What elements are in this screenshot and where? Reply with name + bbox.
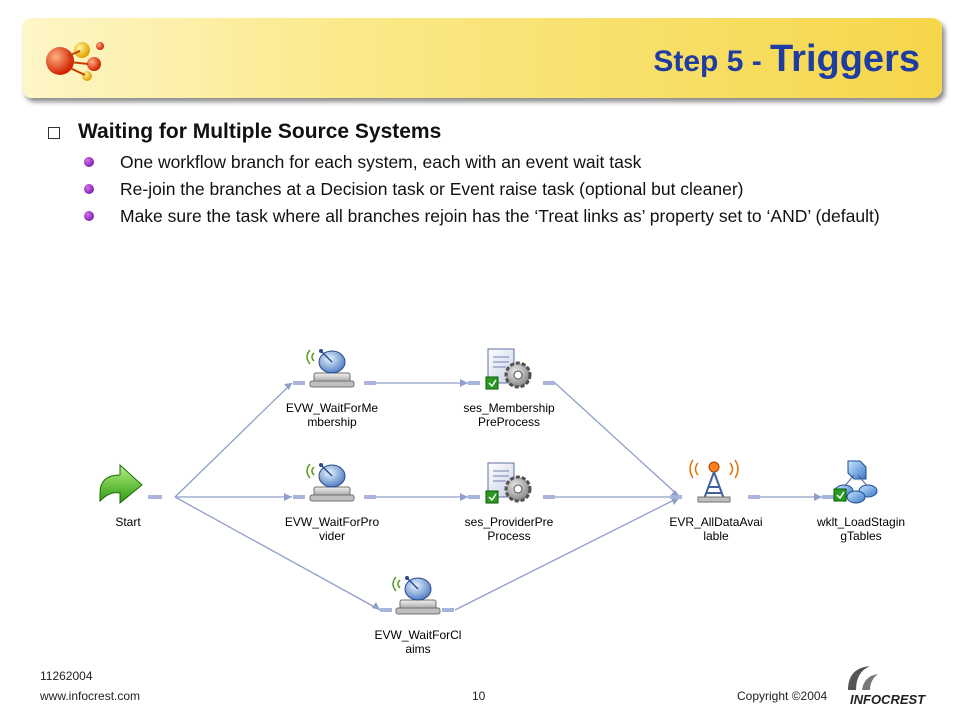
node-label-line: ses_Membership (463, 401, 555, 415)
event-wait-membership-icon[interactable] (306, 349, 355, 388)
link-claims-raise (454, 496, 681, 611)
infocrest-logo-icon: INFOCREST (848, 666, 926, 707)
session-provider-icon[interactable] (485, 462, 532, 504)
sub-bullet: Re-join the branches at a Decision task … (78, 179, 928, 200)
node-label-raise-all: EVR_AllDataAvai lable (656, 515, 776, 543)
node-label-line: PreProcess (477, 415, 541, 429)
node-label-wait-provider: EVW_WaitForPro vider (272, 515, 392, 543)
worklet-icon[interactable] (833, 460, 878, 504)
link-ses-membership-raise (554, 382, 681, 498)
bullet-list: Waiting for Multiple Source Systems One … (48, 118, 928, 227)
link-start-claims (174, 496, 381, 611)
sub-bullet: Make sure the task where all branches re… (78, 206, 928, 227)
node-label-start: Start (68, 515, 188, 529)
link-stubs (148, 381, 834, 612)
sub-bullet-text: Make sure the task where all branches re… (120, 206, 880, 226)
footer-copyright: Copyright ©2004 (737, 689, 828, 703)
brand-wordmark: INFOCREST (850, 692, 926, 707)
node-label-line: EVW_WaitForPro (284, 515, 380, 529)
node-label-line: mbership (307, 415, 357, 429)
title-banner (22, 18, 942, 98)
title-step: Step 5 - (653, 45, 771, 78)
node-label-line: ses_ProviderPre (464, 515, 554, 529)
page-number: 10 (472, 689, 486, 703)
title-topic: Triggers (770, 38, 920, 80)
event-raise-tower-icon[interactable] (689, 459, 739, 503)
node-label-line: EVR_AllDataAvai (669, 515, 763, 529)
workflow-canvas (97, 348, 878, 615)
workflow-links (174, 382, 822, 611)
square-bullet-icon (48, 127, 60, 139)
start-icon[interactable] (97, 463, 143, 505)
node-label-line: EVW_WaitForMe (285, 401, 379, 415)
node-label-line: lable (703, 529, 729, 543)
sub-bullet: One workflow branch for each system, eac… (78, 152, 928, 173)
node-label-worklet: wklt_LoadStagin gTables (801, 515, 921, 543)
molecule-logo-icon (46, 42, 104, 81)
node-label-ses-provider: ses_ProviderPre Process (449, 515, 569, 543)
round-bullet-icon (84, 157, 94, 167)
sub-bullet-text: Re-join the branches at a Decision task … (120, 179, 744, 199)
round-bullet-icon (84, 184, 94, 194)
round-bullet-icon (84, 211, 94, 221)
event-wait-provider-icon[interactable] (306, 463, 355, 502)
node-label-wait-membership: EVW_WaitForMe mbership (272, 401, 392, 429)
node-label-line: EVW_WaitForCl (374, 628, 462, 642)
footer-date: 11262004 (40, 669, 93, 683)
session-membership-icon[interactable] (485, 348, 532, 390)
bullet-heading-text: Waiting for Multiple Source Systems (78, 120, 442, 143)
node-label-line: Process (487, 529, 531, 543)
node-label-wait-claims: EVW_WaitForCl aims (358, 628, 478, 656)
slide-title: Step 5 - Triggers (653, 38, 920, 81)
node-label-line: Start (115, 515, 141, 529)
node-label-ses-membership: ses_Membership PreProcess (449, 401, 569, 429)
node-label-line: wklt_LoadStagin (816, 515, 906, 529)
event-wait-claims-icon[interactable] (392, 576, 441, 615)
bullet-heading: Waiting for Multiple Source Systems (48, 118, 928, 146)
link-start-membership (174, 382, 293, 498)
workflow-diagram: Start EVW_WaitForMe mbership ses_Members… (80, 325, 940, 665)
node-label-line: aims (405, 642, 431, 656)
footer-url: www.infocrest.com (40, 689, 141, 703)
sub-bullet-text: One workflow branch for each system, eac… (120, 152, 642, 172)
node-label-line: vider (318, 529, 345, 543)
node-label-line: gTables (840, 529, 882, 543)
